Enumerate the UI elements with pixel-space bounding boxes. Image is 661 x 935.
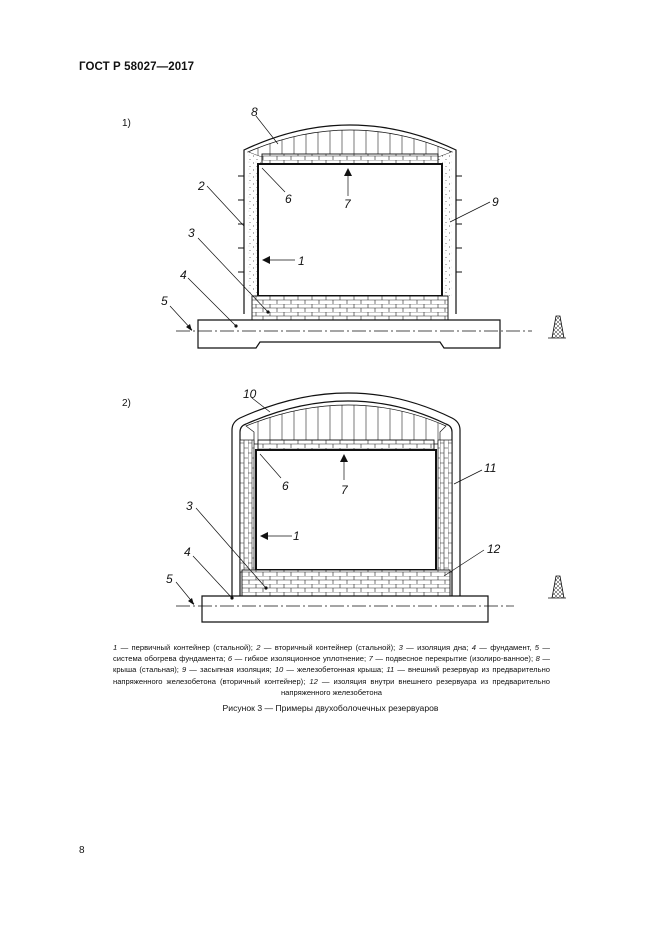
legend-num-8: 8: [535, 654, 540, 664]
legend-num-12: 12: [309, 676, 318, 686]
legend-text-8: — крыша (стальная);: [113, 654, 550, 675]
page-number: 8: [79, 845, 85, 856]
panel-2-callout-12: 12: [487, 542, 501, 556]
panel-1-callout-2: 2: [197, 179, 205, 193]
panel-1-label: 1): [122, 118, 131, 129]
panel-2-callout-1: 1: [293, 529, 300, 543]
legend-text-3: — изоляция дна;: [402, 643, 472, 652]
legend-num-11: 11: [386, 665, 395, 675]
legend-text-1: — первичный контейнер (стальной);: [117, 643, 257, 652]
panel-2-callout-3: 3: [186, 499, 193, 513]
panel-2-label: 2): [122, 398, 131, 409]
panel-2-callout-5: 5: [166, 572, 173, 586]
legend-num-5: 5: [534, 643, 540, 652]
figure-caption: Рисунок 3 — Примеры двухоболочечных резе…: [222, 703, 439, 713]
panel-2-drawing: 2) 1 3 4: [122, 387, 566, 623]
document-header: ГОСТ Р 58027—2017: [79, 61, 195, 73]
panel-1-callout-8: 8: [251, 105, 258, 119]
legend-text-9: — засыпная изоляция;: [186, 665, 275, 675]
legend-num-1: 1: [113, 643, 118, 652]
legend-num-6: 6: [227, 654, 233, 664]
legend-num-9: 9: [181, 665, 187, 675]
panel-1-callout-1: 1: [298, 254, 305, 268]
legend-text-5: — система обогрева фундамента;: [113, 643, 550, 664]
panel-2-callout-11: 11: [484, 461, 496, 475]
legend-text-7: — подвесное перекрытие (изолиро-ванное);: [372, 654, 536, 664]
panel-1-callout-4: 4: [180, 268, 187, 282]
legend-num-7: 7: [368, 654, 373, 664]
legend-text-2: — вторичный контейнер (стальной);: [260, 643, 399, 652]
panel-1-drawing: 1) 1 2: [122, 105, 566, 349]
figure-legend: 1 — первичный контейнер (стальной); 2 — …: [113, 642, 550, 698]
panel-1-callout-6: 6: [285, 192, 292, 206]
legend-text-10: — железобетонная крыша;: [283, 665, 387, 675]
legend-num-2: 2: [256, 643, 261, 652]
legend-text-4: — фундамент,: [475, 643, 535, 652]
panel-1-callout-5: 5: [161, 294, 168, 308]
legend-text-12: — изоляция внутри внешнего резервуара из…: [280, 676, 550, 697]
panel-1-callout-9: 9: [492, 195, 499, 209]
legend-num-10: 10: [274, 665, 284, 675]
panel-1-callout-3: 3: [188, 226, 195, 240]
legend-text-11: — внешний резервуар из предварительно на…: [113, 665, 550, 686]
legend-text-6: — гибкое изоляционное уплотнение;: [232, 654, 369, 664]
legend-num-4: 4: [471, 643, 476, 652]
figure-3-drawing: 1) 1 2: [122, 105, 566, 623]
panel-2-callout-7: 7: [341, 483, 349, 497]
panel-2-callout-10: 10: [243, 387, 257, 401]
panel-2-callout-6: 6: [282, 479, 289, 493]
panel-2-callout-4: 4: [184, 545, 191, 559]
panel-1-callout-7: 7: [344, 197, 352, 211]
legend-num-3: 3: [398, 643, 403, 652]
